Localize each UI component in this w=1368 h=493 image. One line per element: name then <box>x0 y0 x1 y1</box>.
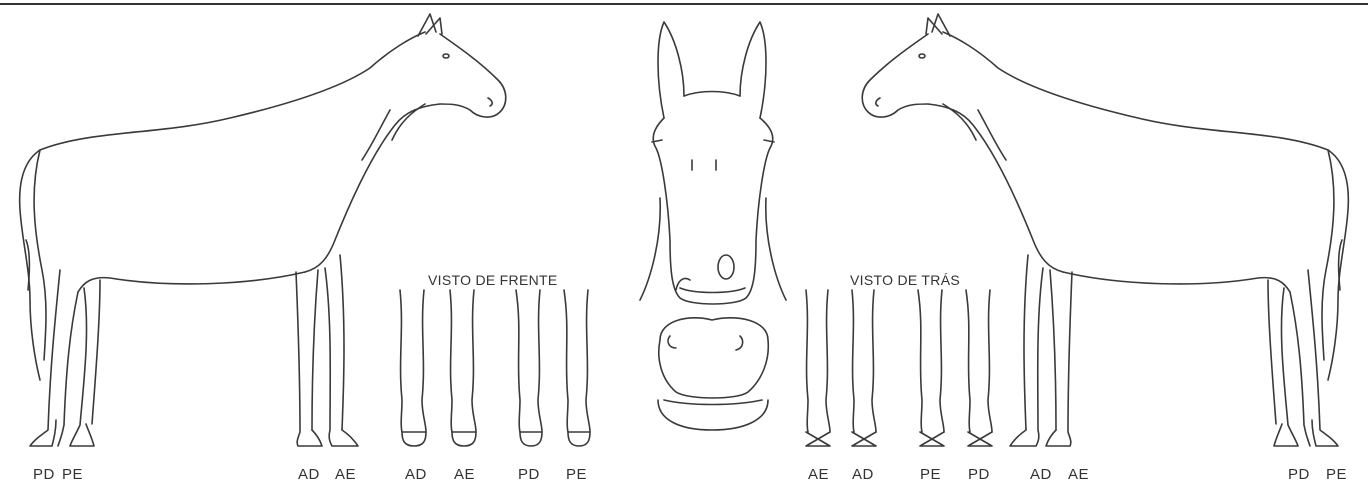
label-back-fore-ae: AE <box>808 466 829 483</box>
caption-front-view: VISTO DE FRENTE <box>428 272 557 288</box>
legs-back-view-fore <box>806 290 876 446</box>
label-front-hind-pd: PD <box>518 466 540 483</box>
muzzle-view <box>658 318 768 430</box>
caption-back-view: VISTO DE TRÁS <box>850 272 960 288</box>
horse-left-outline <box>20 14 506 446</box>
label-back-hind-pd: PD <box>968 466 990 483</box>
label-front-fore-ae: AE <box>454 466 475 483</box>
label-right-fore-ad: AD <box>1030 466 1052 483</box>
label-right-hind-pe: PE <box>1326 466 1347 483</box>
label-left-hind-pe: PE <box>62 466 83 483</box>
horse-left-side-view <box>20 14 506 446</box>
legs-front-view-hind <box>516 290 590 446</box>
label-right-fore-ae: AE <box>1068 466 1089 483</box>
label-right-hind-pd: PD <box>1288 466 1310 483</box>
label-front-fore-ad: AD <box>405 466 427 483</box>
horse-right-side-view <box>862 14 1348 446</box>
label-left-fore-ad: AD <box>298 466 320 483</box>
head-front-view <box>640 22 786 304</box>
legs-back-view-hind <box>918 290 992 446</box>
label-left-hind-pd: PD <box>33 466 55 483</box>
label-front-hind-pe: PE <box>566 466 587 483</box>
label-left-fore-ae: AE <box>335 466 356 483</box>
horse-right-outline <box>862 14 1348 446</box>
label-back-hind-pe: PE <box>920 466 941 483</box>
legs-front-view-fore <box>400 290 476 446</box>
label-back-fore-ad: AD <box>852 466 874 483</box>
